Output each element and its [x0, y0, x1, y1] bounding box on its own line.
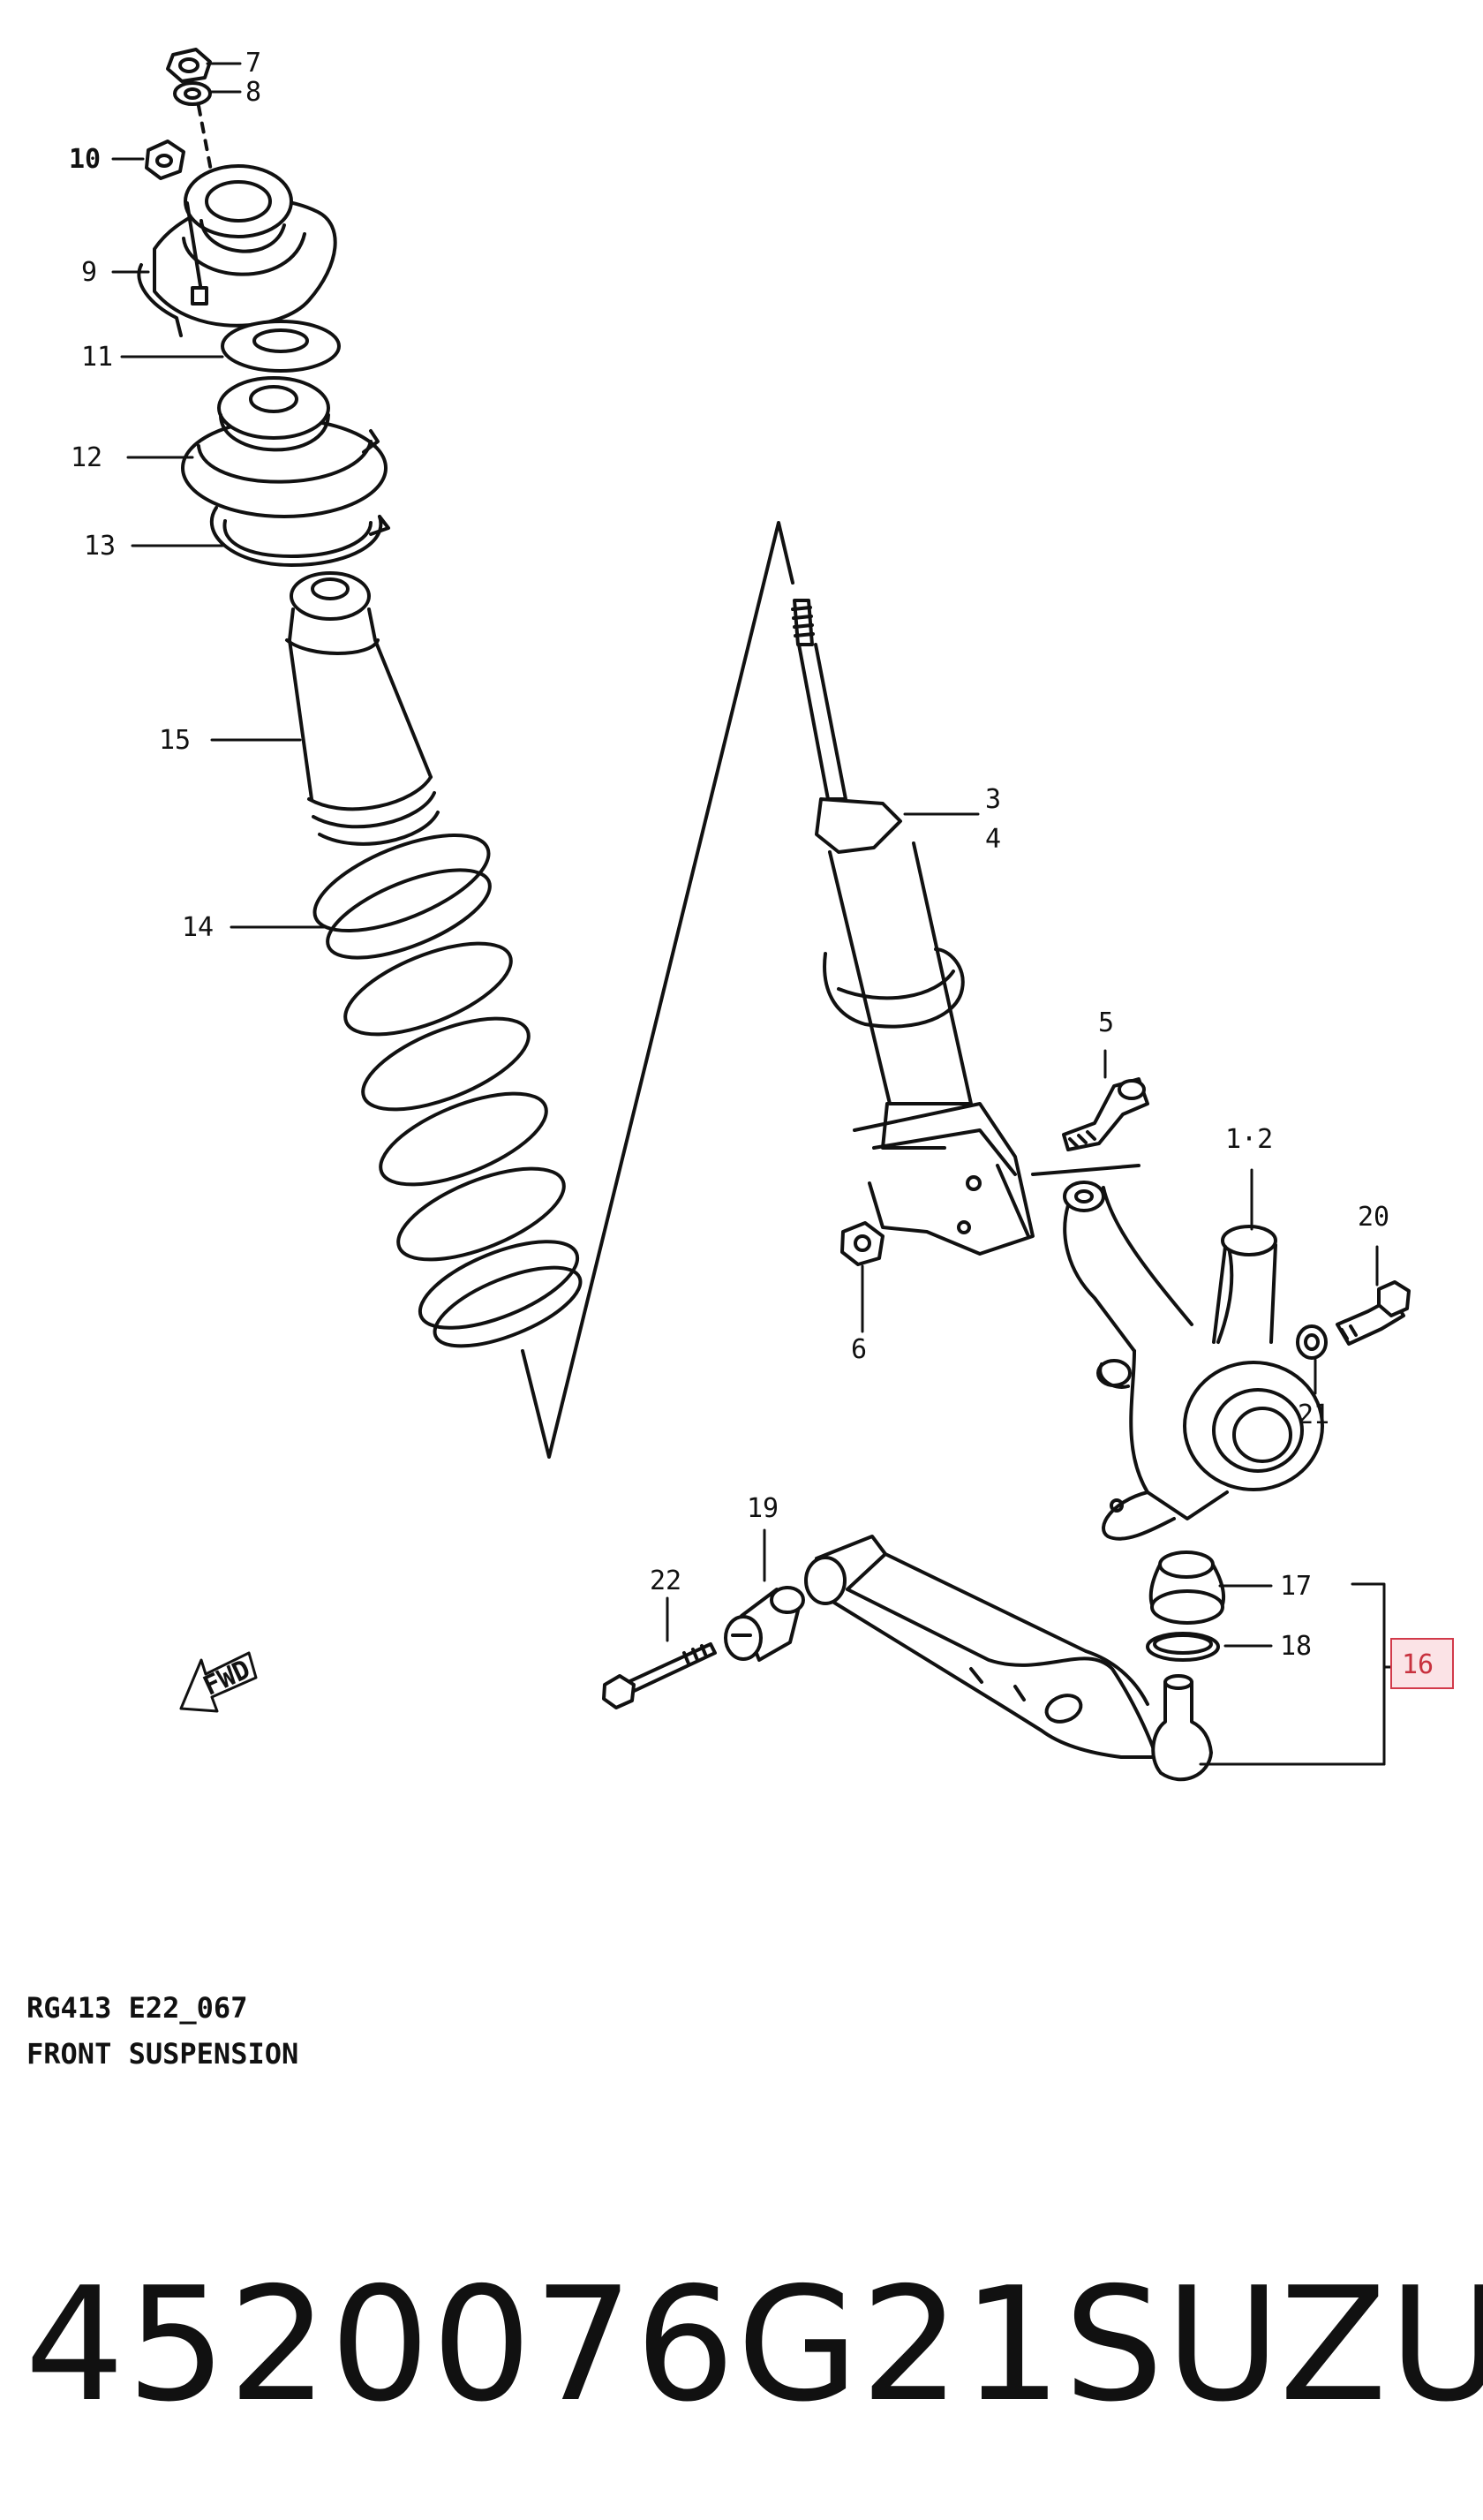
strut-support-mount-part: [137, 164, 337, 337]
upper-spring-seat-part: [181, 376, 388, 518]
strut-assembly-part: [791, 599, 1140, 1256]
callout-label: 22: [650, 1566, 681, 1596]
part-footer: 4520076G21 SUZUKI: [25, 2243, 1483, 2446]
bolt-part: [1062, 1077, 1149, 1151]
bearing-part: [221, 320, 341, 373]
callout-label: 9: [81, 257, 97, 288]
washer-part: [173, 81, 212, 106]
suspension-exploded-diagram: FWD: [69, 48, 1454, 1782]
highlighted-callout[interactable]: 16: [1390, 1638, 1454, 1689]
callout-label: 12: [71, 442, 102, 473]
washer-part: [1296, 1324, 1328, 1360]
diagram-code: RG413 E22_067: [26, 1991, 248, 2025]
callout-label: 14: [182, 912, 214, 943]
callout-label: 11: [81, 342, 113, 373]
callout-label: 15: [159, 725, 191, 756]
bolt-part: [1336, 1280, 1411, 1346]
diagram-title: FRONT SUSPENSION: [26, 2037, 299, 2071]
callout-label: 13: [84, 531, 116, 562]
part-number: 4520076G21: [25, 2252, 1065, 2436]
callout-label: 20: [1358, 1202, 1389, 1233]
callout-label: 3: [985, 784, 1001, 815]
nut-part: [145, 140, 185, 180]
callout-label: 21: [1298, 1400, 1329, 1430]
forward-direction-arrow: [179, 1651, 258, 1713]
brand-name: SUZUKI: [1064, 2252, 1483, 2436]
spring-insulator-part: [209, 506, 390, 567]
ball-joint-boot-part: [1148, 1550, 1225, 1625]
callout-label: 10: [69, 144, 101, 175]
long-bolt-part: [602, 1642, 717, 1709]
callout-label: 19: [747, 1493, 779, 1524]
callout-label: 7: [245, 48, 261, 79]
coil-spring-part: [312, 833, 583, 1348]
control-arm-part: [804, 1535, 1158, 1759]
callout-label: 5: [1098, 1007, 1114, 1038]
flange-nut-part: [166, 48, 212, 83]
callout-label: 17: [1280, 1571, 1312, 1602]
callout-label: 4: [985, 824, 1001, 855]
bushing-part: [724, 1586, 805, 1662]
callout-label: 18: [1280, 1631, 1312, 1662]
callout-label-highlighted: 16: [1402, 1649, 1434, 1680]
assembly-separator-line: [521, 521, 794, 1459]
callout-label: 8: [245, 77, 261, 108]
callout-label: 1·2: [1225, 1124, 1273, 1155]
steering-knuckle-part: [1063, 1181, 1324, 1541]
nut-part: [840, 1221, 885, 1266]
ball-joint-stud-part: [1151, 1674, 1213, 1782]
ball-joint-ring-part: [1146, 1632, 1220, 1662]
callout-label: 6: [851, 1334, 867, 1365]
bump-stopper-part: [285, 571, 440, 846]
callout-leader-lines: [111, 62, 1395, 1766]
